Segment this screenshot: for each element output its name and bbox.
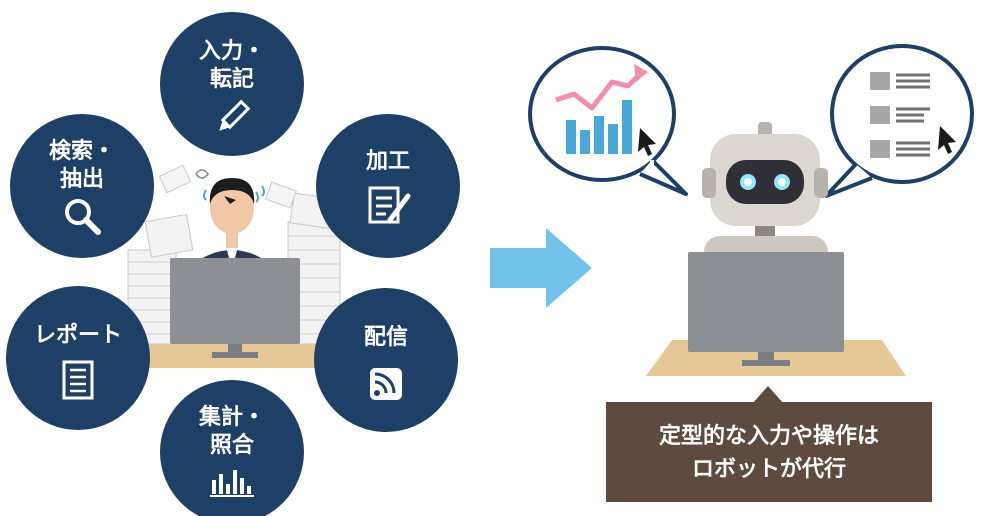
task-process-line1: 加工 [365,149,410,174]
rss-icon [370,368,402,400]
document-icon [62,360,94,400]
caption-line2: ロボットが代行 [692,456,846,482]
monitor-left [170,258,300,358]
task-report-line1: レポート [34,322,122,348]
task-search-extract-line1: 検索・ [49,139,115,164]
task-input-transcribe: 入力・ 転記 [160,12,304,156]
task-aggregate-line2: 照合 [210,432,255,458]
task-process: 加工 [316,114,460,258]
task-search-extract-line2: 抽出 [60,167,104,192]
task-distribute: 配信 [314,288,458,432]
flying-paper [265,181,297,209]
bar-chart-icon [210,470,254,497]
caption-box: 定型的な入力や操作は ロボットが代行 [606,386,932,502]
task-input-transcribe-line1: 入力・ [199,39,265,64]
edit-document-icon [368,186,411,224]
task-distribute-line1: 配信 [364,324,408,350]
speech-bubble-chart [528,46,688,196]
transition-arrow [490,228,592,308]
bar-chart-icon [566,100,632,154]
cursor-icon [938,126,956,154]
right-scene: 定型的な入力や操作は ロボットが代行 [528,44,974,502]
task-input-transcribe-line2: 転記 [210,66,254,92]
left-scene [122,164,378,368]
caption-line1: 定型的な入力や操作は [659,423,879,449]
task-aggregate: 集計・ 照合 [160,380,304,516]
monitor-right [688,252,844,366]
magnifier-icon [65,199,101,235]
speech-bubble-list [824,44,974,198]
task-report: レポート [6,286,150,430]
cursor-icon [638,128,656,156]
task-search-extract: 検索・ 抽出 [10,114,154,258]
flying-paper [158,164,192,194]
list-icon [870,72,930,158]
task-aggregate-line1: 集計・ [198,404,265,430]
trend-line-icon [555,72,642,111]
